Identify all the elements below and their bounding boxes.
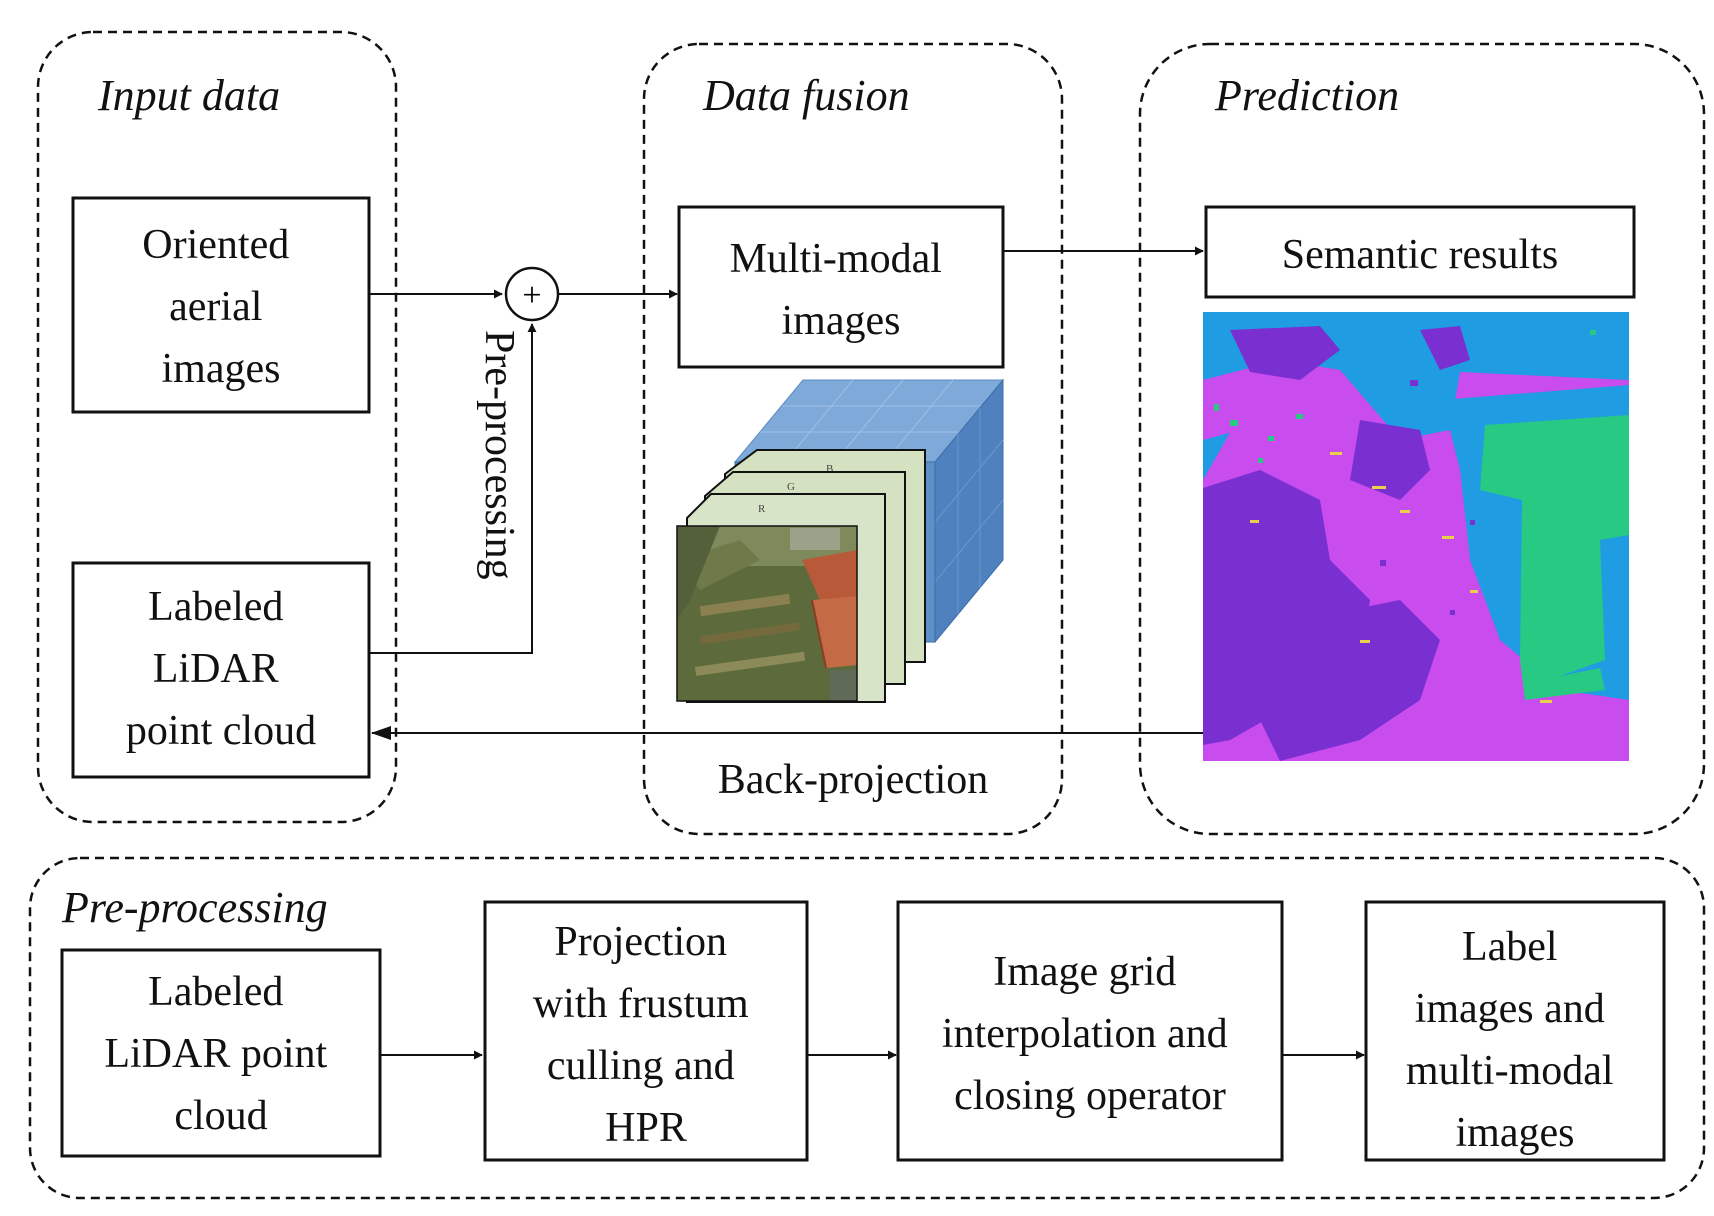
pp-lidar-line-2: LiDAR point bbox=[104, 1031, 327, 1077]
pp-label-line-2: images and bbox=[1415, 986, 1605, 1032]
pp-projection-line-1: Projection bbox=[554, 919, 727, 965]
prediction-title: Prediction bbox=[1214, 71, 1399, 120]
multimodal-images-label: Multi-modal images bbox=[730, 236, 953, 344]
pp-interp-line-3: closing operator bbox=[954, 1073, 1226, 1119]
sum-operator-symbol: + bbox=[522, 277, 541, 314]
labeled-lidar-line-2: LiDAR bbox=[153, 646, 279, 692]
pp-lidar-line-3: cloud bbox=[174, 1093, 267, 1139]
aerial-photo bbox=[677, 526, 857, 701]
pp-label-line-1: Label bbox=[1462, 924, 1558, 970]
data-fusion-title: Data fusion bbox=[702, 71, 910, 120]
pp-label-line-4: images bbox=[1456, 1110, 1575, 1156]
oriented-images-line-3: images bbox=[162, 346, 281, 392]
pp-interp-line-1: Image grid bbox=[993, 949, 1176, 995]
pp-projection-line-2: with frustum bbox=[533, 981, 749, 1027]
data-fusion-panel bbox=[642, 42, 1064, 836]
multichannel-cube: B G R bbox=[676, 378, 1005, 703]
pp-label-line-3: multi-modal bbox=[1406, 1048, 1614, 1094]
pp-projection-label: Projection with frustum culling and HPR bbox=[533, 919, 759, 1151]
input-data-title: Input data bbox=[97, 71, 280, 120]
semantic-results-box bbox=[1204, 205, 1636, 299]
pp-projection-line-3: culling and bbox=[547, 1043, 735, 1089]
arrow-lidar-to-sum bbox=[369, 323, 537, 654]
cube-layer-r: R bbox=[758, 503, 766, 515]
pp-interpolation-label: Image grid interpolation and closing ope… bbox=[942, 949, 1238, 1119]
multimodal-line-1: Multi-modal bbox=[730, 236, 942, 282]
pp-label-label: Label images and multi-modal images bbox=[1406, 924, 1624, 1156]
multimodal-images-box bbox=[677, 205, 1005, 369]
pp-interpolation-box bbox=[896, 900, 1284, 1162]
cube-layer-g: G bbox=[787, 481, 795, 493]
prediction-panel bbox=[1138, 42, 1706, 836]
labeled-lidar-line-1: Labeled bbox=[148, 584, 283, 630]
back-projection-label: Back-projection bbox=[718, 757, 989, 803]
oriented-images-box bbox=[71, 196, 371, 414]
preprocessing-panel bbox=[28, 856, 1706, 1200]
pp-lidar-line-1: Labeled bbox=[148, 969, 283, 1015]
labeled-lidar-box bbox=[71, 561, 371, 779]
pp-interp-line-2: interpolation and bbox=[942, 1011, 1228, 1057]
multimodal-line-2: images bbox=[782, 298, 901, 344]
pp-label-box bbox=[1364, 900, 1666, 1162]
semantic-results-label: Semantic results bbox=[1282, 232, 1558, 278]
pp-lidar-box bbox=[60, 948, 382, 1158]
preprocessing-vertical-label: Pre-processing bbox=[476, 330, 522, 580]
segmentation-map bbox=[1203, 312, 1629, 761]
pp-lidar-label: Labeled LiDAR point cloud bbox=[104, 969, 337, 1139]
labeled-lidar-label: Labeled LiDAR point cloud bbox=[126, 584, 316, 754]
preprocessing-title: Pre-processing bbox=[61, 883, 328, 932]
input-data-panel bbox=[36, 30, 398, 824]
oriented-images-label: Oriented aerial images bbox=[142, 222, 299, 392]
labeled-lidar-line-3: point cloud bbox=[126, 708, 316, 754]
cube-layer-b: B bbox=[826, 463, 833, 475]
oriented-images-line-2: aerial bbox=[169, 284, 262, 330]
pp-projection-line-4: HPR bbox=[605, 1105, 687, 1151]
oriented-images-line-1: Oriented bbox=[142, 222, 289, 268]
pp-projection-box bbox=[483, 900, 809, 1162]
